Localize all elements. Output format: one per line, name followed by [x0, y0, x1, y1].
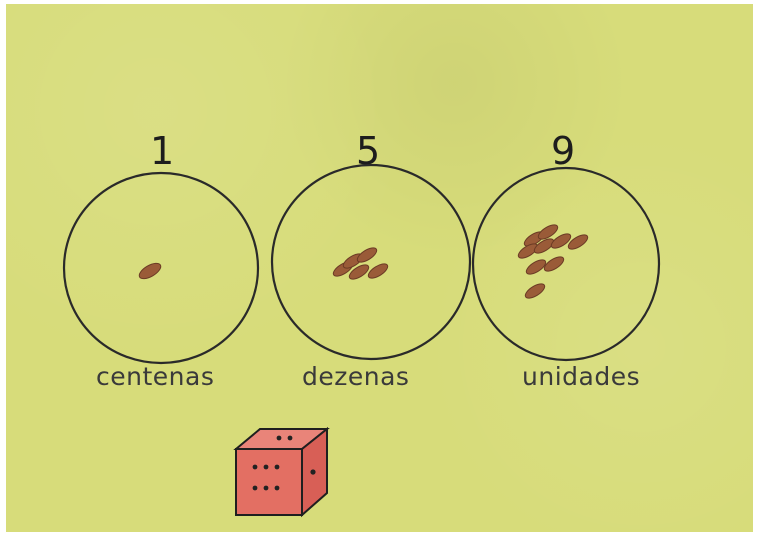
die-pip — [277, 436, 282, 441]
hundreds-pebble — [137, 260, 163, 282]
die-pip — [264, 486, 269, 491]
tens-circle — [272, 165, 470, 359]
label-units: unidades — [522, 364, 640, 389]
label-tens: dezenas — [302, 364, 409, 389]
die-pip — [310, 469, 315, 474]
die-pip — [253, 486, 258, 491]
units-pebble — [523, 281, 547, 301]
units-circle — [473, 168, 659, 360]
die-pip — [253, 465, 258, 470]
die-pip — [275, 465, 280, 470]
die — [236, 429, 327, 515]
die-pip — [288, 436, 293, 441]
die-pip — [264, 465, 269, 470]
die-pip — [275, 486, 280, 491]
label-hundreds: centenas — [96, 364, 214, 389]
tens-pebble — [366, 261, 390, 281]
die-front-face — [236, 449, 302, 515]
